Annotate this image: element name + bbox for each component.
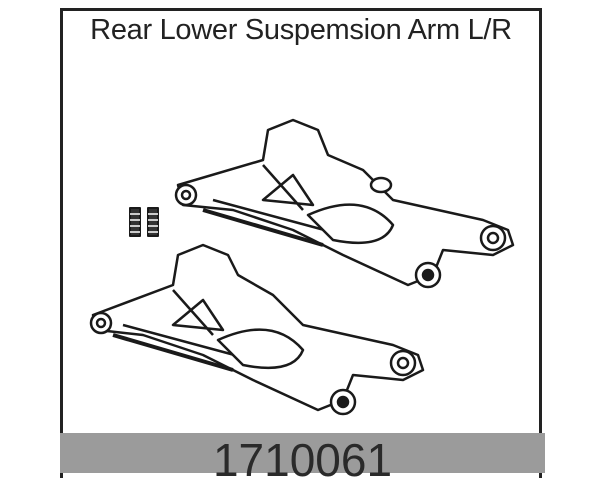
lower-suspension-arm <box>89 243 425 416</box>
product-title: Rear Lower Suspemsion Arm L/R <box>90 14 512 46</box>
springs <box>129 207 159 237</box>
upper-suspension-arm <box>174 118 515 289</box>
suspension-arms-drawing <box>89 118 515 416</box>
part-number: 1710061 <box>212 434 393 486</box>
part-number-band <box>60 433 545 473</box>
product-frame <box>60 8 542 478</box>
